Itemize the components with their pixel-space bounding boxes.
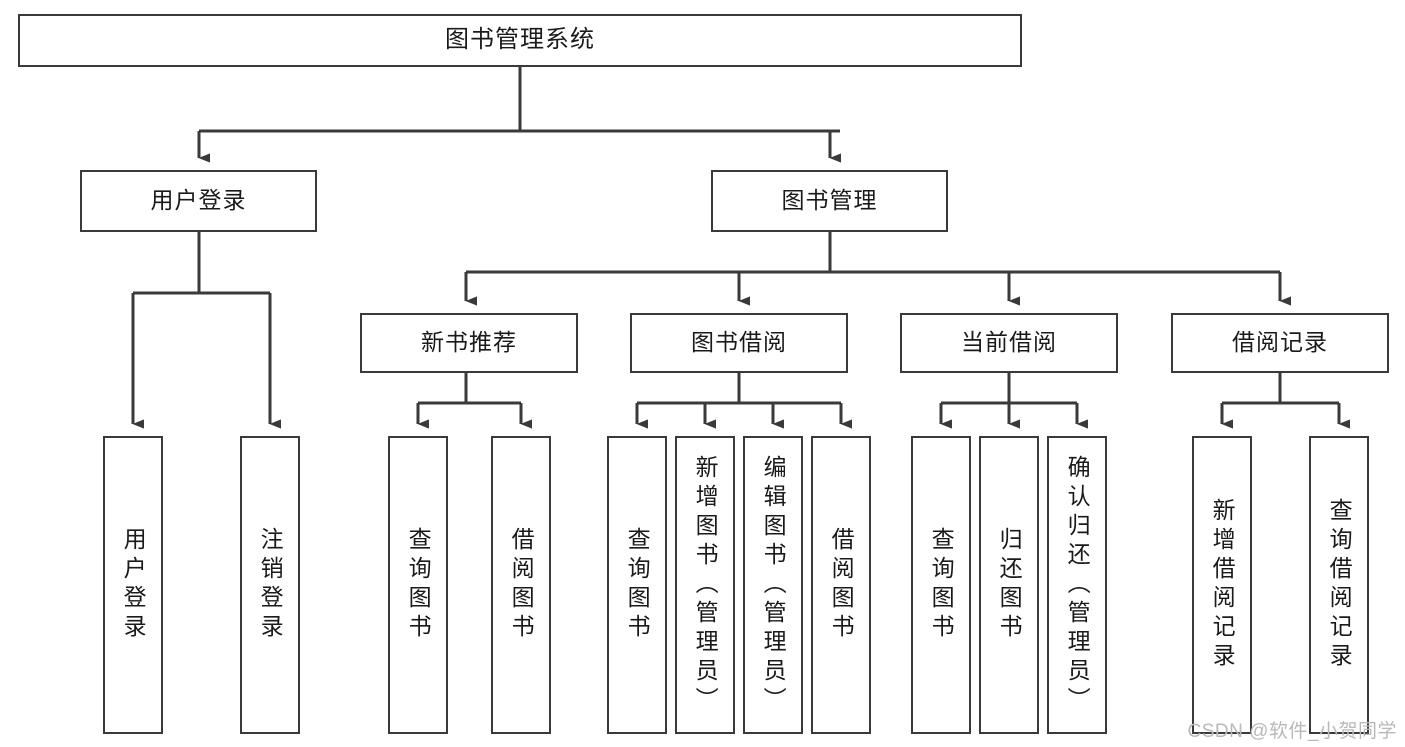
leaf-record-query[interactable]: 查询借阅记录 [1309,436,1369,734]
leaf-label: 确认归还（管理员） [1064,454,1091,716]
leaf-label: 编辑图书（管理员） [760,454,787,716]
node-current-borrow[interactable]: 当前借阅 [900,313,1118,373]
leaf-label: 用户登录 [120,527,147,643]
leaf-label: 新增图书（管理员） [692,454,719,716]
node-borrow-record[interactable]: 借阅记录 [1171,313,1389,373]
leaf-borrow-borrow-book[interactable]: 借阅图书 [811,436,871,734]
leaf-user-login-signout[interactable]: 注销登录 [240,436,300,734]
leaf-current-query-book[interactable]: 查询图书 [911,436,971,734]
leaf-borrow-edit-book-admin[interactable]: 编辑图书（管理员） [743,436,803,734]
leaf-borrow-query-book[interactable]: 查询图书 [607,436,667,734]
node-book-borrow[interactable]: 图书借阅 [630,313,848,373]
leaf-new-book-borrow[interactable]: 借阅图书 [491,436,551,734]
csdn-watermark: CSDN @软件_小贺同学 [1187,721,1397,742]
leaf-label: 借阅图书 [508,527,535,643]
leaf-label: 查询图书 [624,527,651,643]
leaf-label: 查询借阅记录 [1326,498,1353,672]
node-book-management[interactable]: 图书管理 [711,170,948,232]
leaf-label: 新增借阅记录 [1209,498,1236,672]
leaf-new-book-query[interactable]: 查询图书 [388,436,448,734]
leaf-user-login-signin[interactable]: 用户登录 [103,436,163,734]
leaf-borrow-add-book-admin[interactable]: 新增图书（管理员） [675,436,735,734]
node-user-login[interactable]: 用户登录 [80,170,317,232]
node-root-system[interactable]: 图书管理系统 [18,14,1022,67]
leaf-label: 注销登录 [257,527,284,643]
leaf-record-add[interactable]: 新增借阅记录 [1192,436,1252,734]
leaf-label: 查询图书 [928,527,955,643]
leaf-current-confirm-return-admin[interactable]: 确认归还（管理员） [1047,436,1107,734]
leaf-label: 借阅图书 [828,527,855,643]
leaf-label: 归还图书 [996,527,1023,643]
leaf-label: 查询图书 [405,527,432,643]
leaf-current-return-book[interactable]: 归还图书 [979,436,1039,734]
node-new-book-recommend[interactable]: 新书推荐 [360,313,578,373]
